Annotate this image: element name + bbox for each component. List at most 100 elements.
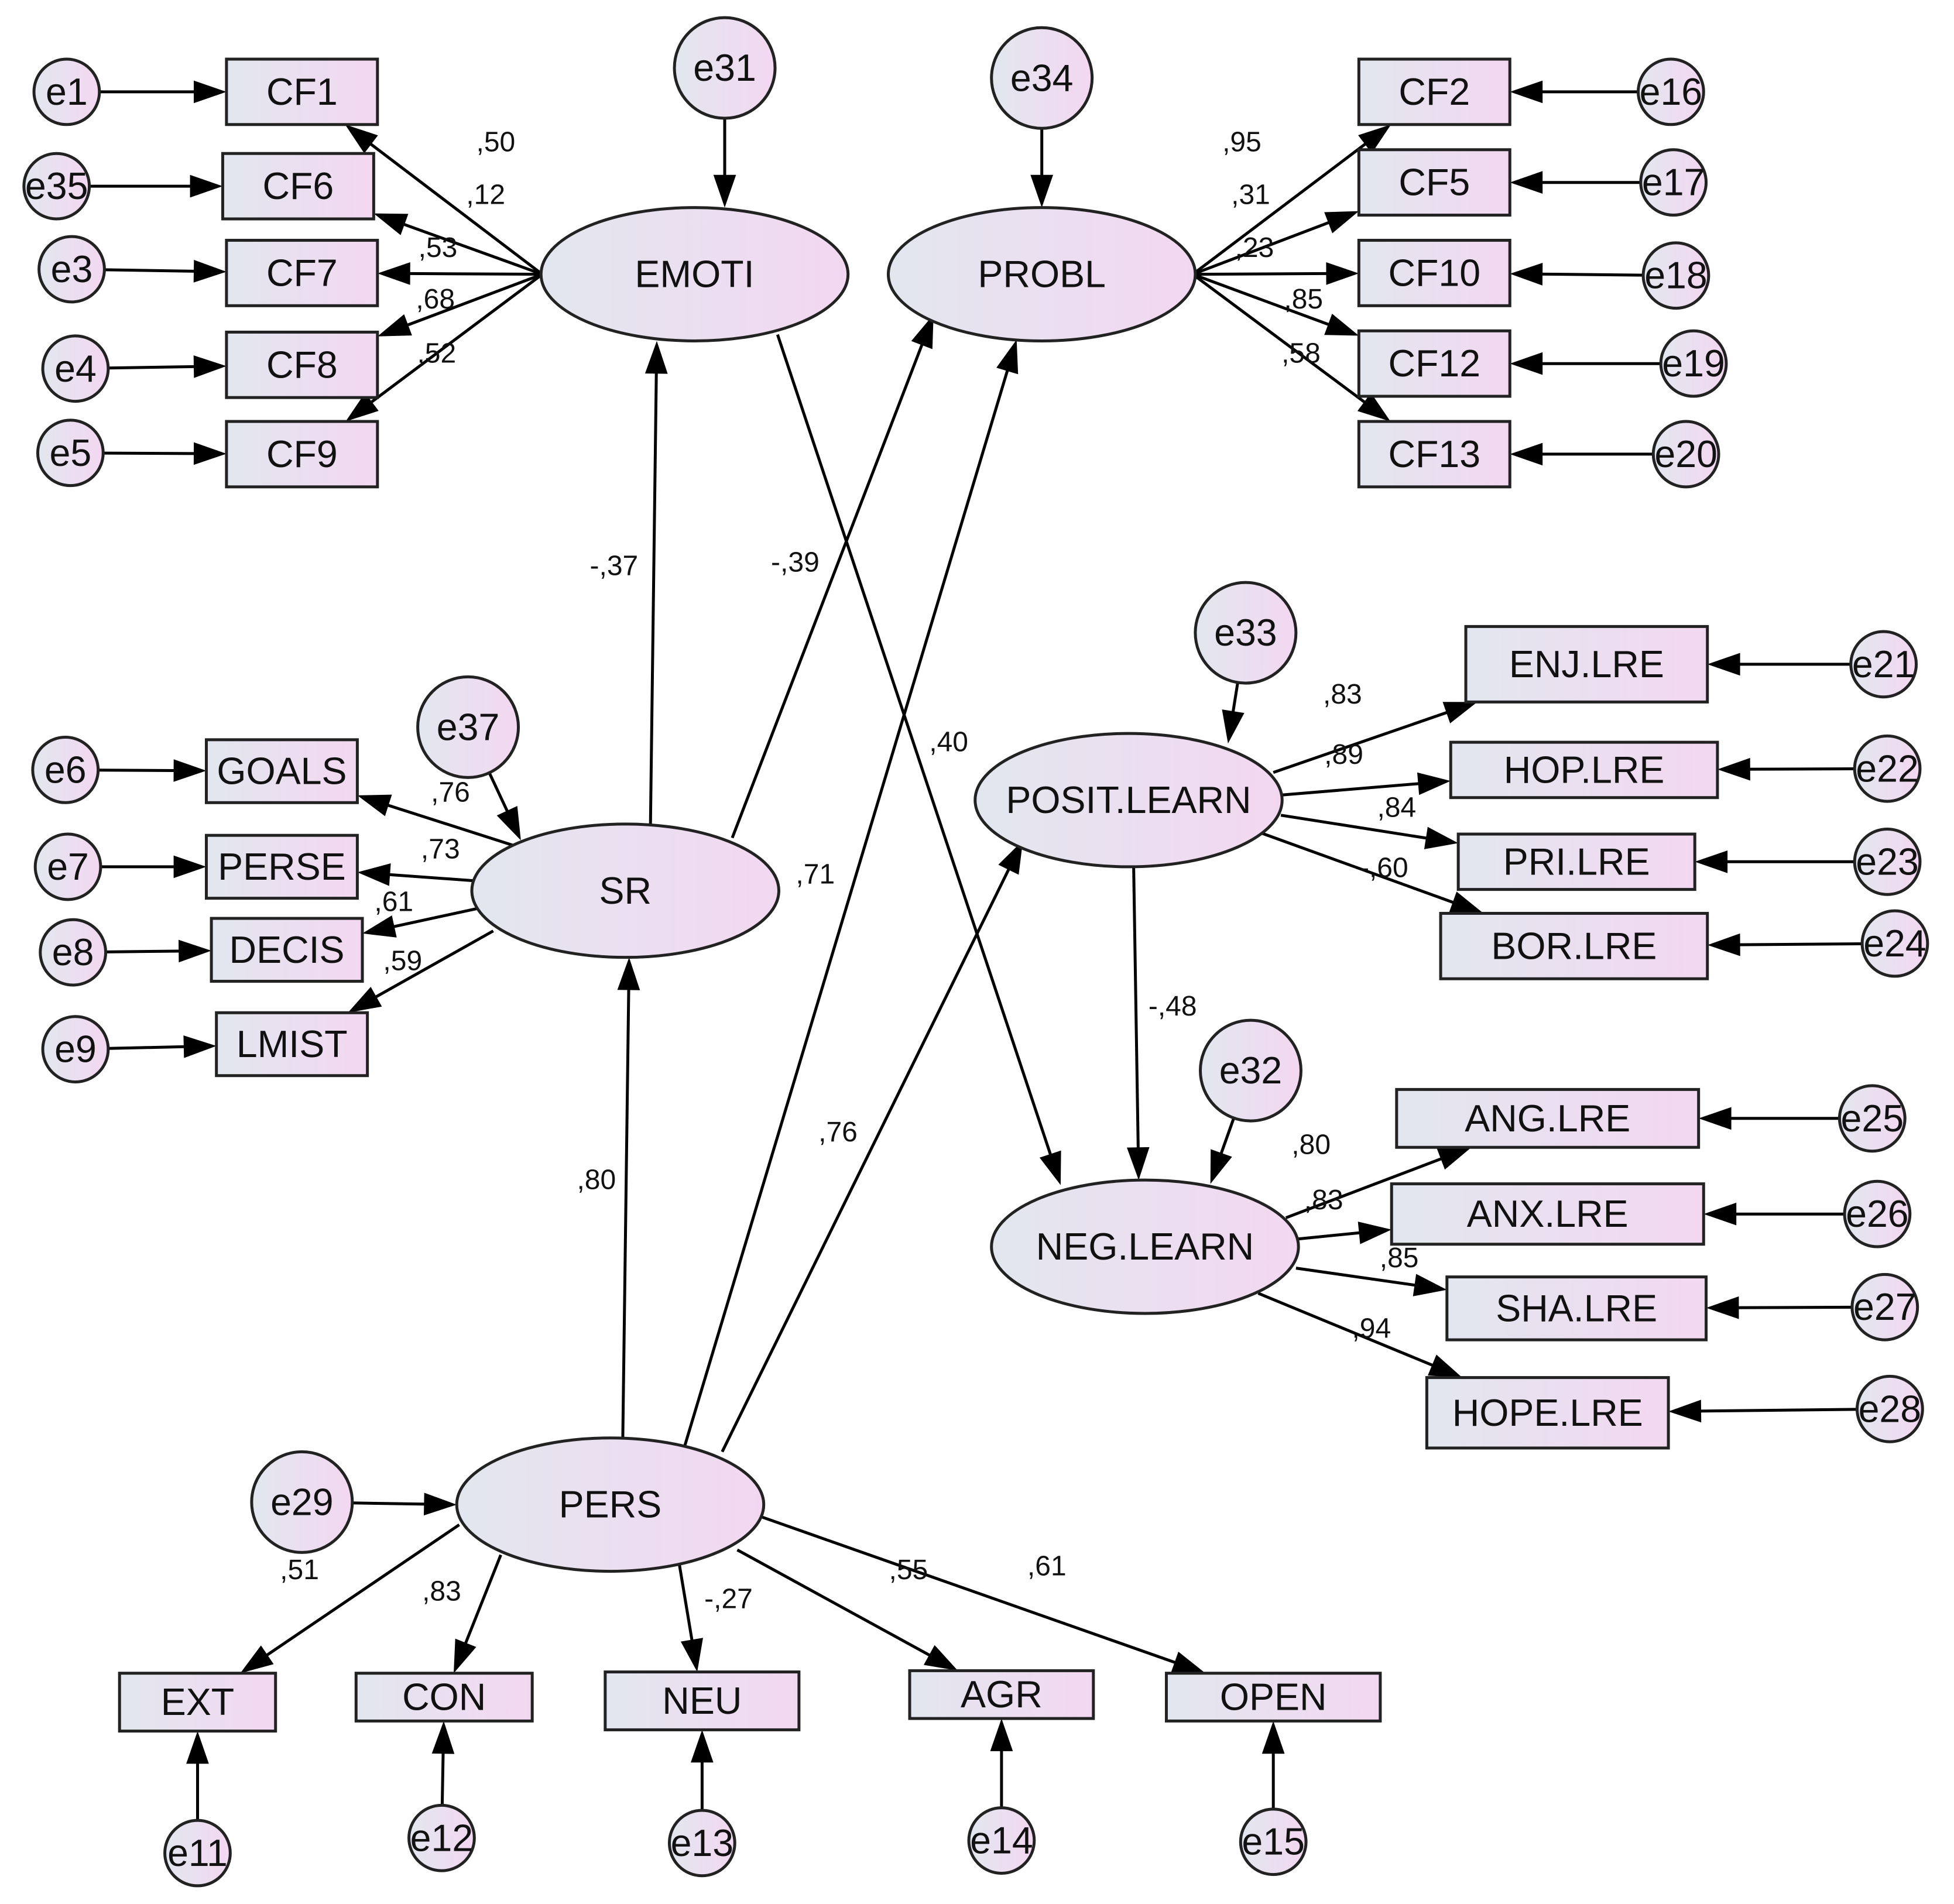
observed-ang-lre: ANG.LRE	[1395, 1087, 1701, 1149]
path-e22-arrow	[1737, 767, 1855, 771]
path-e6-arrow-arrowhead	[173, 759, 207, 782]
path-pers-probl-arrowhead	[996, 339, 1019, 375]
coef-hope: ,94	[1352, 1313, 1391, 1344]
error-e9-label: e9	[54, 1028, 97, 1071]
path-e28-arrow-arrowhead	[1668, 1399, 1702, 1423]
error-e7-label: e7	[47, 846, 89, 888]
observed-decis-label: DECIS	[229, 929, 345, 971]
observed-sha-lre-label: SHA.LRE	[1496, 1287, 1657, 1329]
path-pers-posit	[721, 857, 1016, 1453]
observed-neu-label: NEU	[662, 1680, 742, 1722]
coef-ang: ,80	[1291, 1129, 1331, 1160]
path-pers-posit-arrowhead	[998, 840, 1023, 875]
path-probl-cf5-arrowhead	[1324, 211, 1359, 234]
path-pers-open-arrowhead	[1171, 1651, 1206, 1673]
error-e33-label: e33	[1214, 612, 1277, 654]
error-e27: e27	[1850, 1272, 1919, 1342]
path-probl-cf13	[1192, 273, 1376, 411]
observed-decis: DECIS	[210, 917, 364, 983]
path-posit-enj-arrowhead	[1442, 702, 1478, 723]
error-e37-label: e37	[437, 706, 500, 748]
error-e6: e6	[31, 736, 100, 804]
path-emoti-cf8-arrowhead	[377, 314, 412, 337]
error-e12: e12	[407, 1803, 476, 1872]
path-pers-neu	[678, 1565, 696, 1653]
observed-bor-lre: BOR.LRE	[1439, 911, 1709, 980]
error-e15: e15	[1239, 1807, 1308, 1876]
observed-cf5-label: CF5	[1398, 162, 1470, 204]
observed-cf12-label: CF12	[1388, 342, 1480, 385]
error-e1-label: e1	[46, 71, 88, 113]
observed-ext: EXT	[118, 1672, 277, 1733]
path-e24-arrow-arrowhead	[1707, 933, 1740, 956]
observed-open: OPEN	[1164, 1672, 1382, 1723]
observed-cf9: CF9	[225, 420, 379, 489]
error-e11: e11	[163, 1819, 232, 1888]
path-pers-ext-arrowhead	[240, 1645, 274, 1673]
observed-lmist-label: LMIST	[236, 1023, 348, 1065]
path-pers-sr	[621, 977, 630, 1438]
path-emoti-neg	[776, 334, 1056, 1167]
error-e27-label: e27	[1853, 1286, 1917, 1328]
observed-enj-lre-label: ENJ.LRE	[1509, 643, 1664, 685]
path-e18-arrow	[1529, 272, 1644, 277]
error-e32: e32	[1199, 1018, 1302, 1123]
error-e26: e26	[1843, 1179, 1912, 1248]
observed-agr-label: AGR	[961, 1673, 1043, 1716]
path-sr-perse-arrowhead	[357, 863, 391, 886]
coef-enj: ,83	[1323, 679, 1362, 710]
latent-sr-label: SR	[599, 870, 652, 912]
path-e7-arrow-arrowhead	[173, 855, 207, 879]
observed-hope-lre: HOPE.LRE	[1425, 1376, 1670, 1450]
path-emoti-cf6	[392, 218, 543, 276]
observed-anx-lre: ANX.LRE	[1390, 1182, 1705, 1246]
observed-bor-lre-label: BOR.LRE	[1491, 925, 1657, 967]
path-e29-arrow	[352, 1501, 437, 1506]
observed-hop-lre: HOP.LRE	[1449, 740, 1719, 800]
error-e15-label: e15	[1242, 1821, 1305, 1863]
path-neg-sha	[1295, 1267, 1428, 1289]
error-e8-label: e8	[52, 931, 94, 973]
error-e31-label: e31	[693, 47, 756, 89]
path-sr-emoti-arrowhead	[645, 341, 668, 374]
path-e13-arrow-arrowhead	[691, 1730, 714, 1763]
latent-posit-learn-label: POSIT.LEARN	[1006, 779, 1251, 821]
coef-perse: ,73	[421, 833, 460, 864]
error-e7: e7	[33, 832, 102, 901]
path-e12-arrow-arrowhead	[431, 1721, 455, 1754]
error-e8: e8	[39, 918, 108, 987]
path-e11-arrow-arrowhead	[186, 1731, 209, 1764]
coef-cf1: ,50	[476, 126, 515, 157]
observed-agr: AGR	[908, 1669, 1095, 1720]
path-posit-pri-arrowhead	[1424, 826, 1459, 849]
path-e22-arrow-arrowhead	[1717, 757, 1750, 781]
path-pers-agr-arrowhead	[924, 1645, 958, 1671]
observed-cf2-label: CF2	[1398, 71, 1470, 113]
observed-cf2: CF2	[1357, 57, 1511, 126]
coef-goals: ,76	[431, 777, 470, 808]
observed-perse: PERSE	[204, 833, 359, 900]
path-e33-arrow-arrowhead	[1222, 709, 1245, 744]
path-sr-emoti	[649, 360, 658, 824]
observed-cf12: CF12	[1357, 329, 1511, 398]
error-e12-label: e12	[410, 1817, 474, 1859]
error-e14-label: e14	[970, 1820, 1033, 1862]
error-e25: e25	[1838, 1084, 1907, 1153]
latent-emoti: EMOTI	[539, 206, 850, 342]
observed-goals: GOALS	[204, 738, 359, 804]
error-e19: e19	[1659, 329, 1728, 398]
coef-pers-sr: ,80	[577, 1165, 616, 1196]
error-e20: e20	[1651, 420, 1720, 489]
coef-cf2: ,95	[1222, 126, 1261, 157]
path-posit-hop-arrowhead	[1417, 772, 1451, 795]
observed-pri-lre-label: PRI.LRE	[1503, 840, 1650, 883]
path-e1-arrow-arrowhead	[194, 80, 227, 104]
path-posit-bor-arrowhead	[1449, 891, 1484, 914]
path-emoti-cf7	[397, 272, 543, 276]
latent-sr: SR	[470, 822, 780, 959]
coef-hop: ,89	[1324, 739, 1363, 770]
path-posit-neg	[1132, 866, 1140, 1161]
path-e37-arrow-arrowhead	[496, 806, 521, 840]
error-e18: e18	[1641, 241, 1710, 310]
